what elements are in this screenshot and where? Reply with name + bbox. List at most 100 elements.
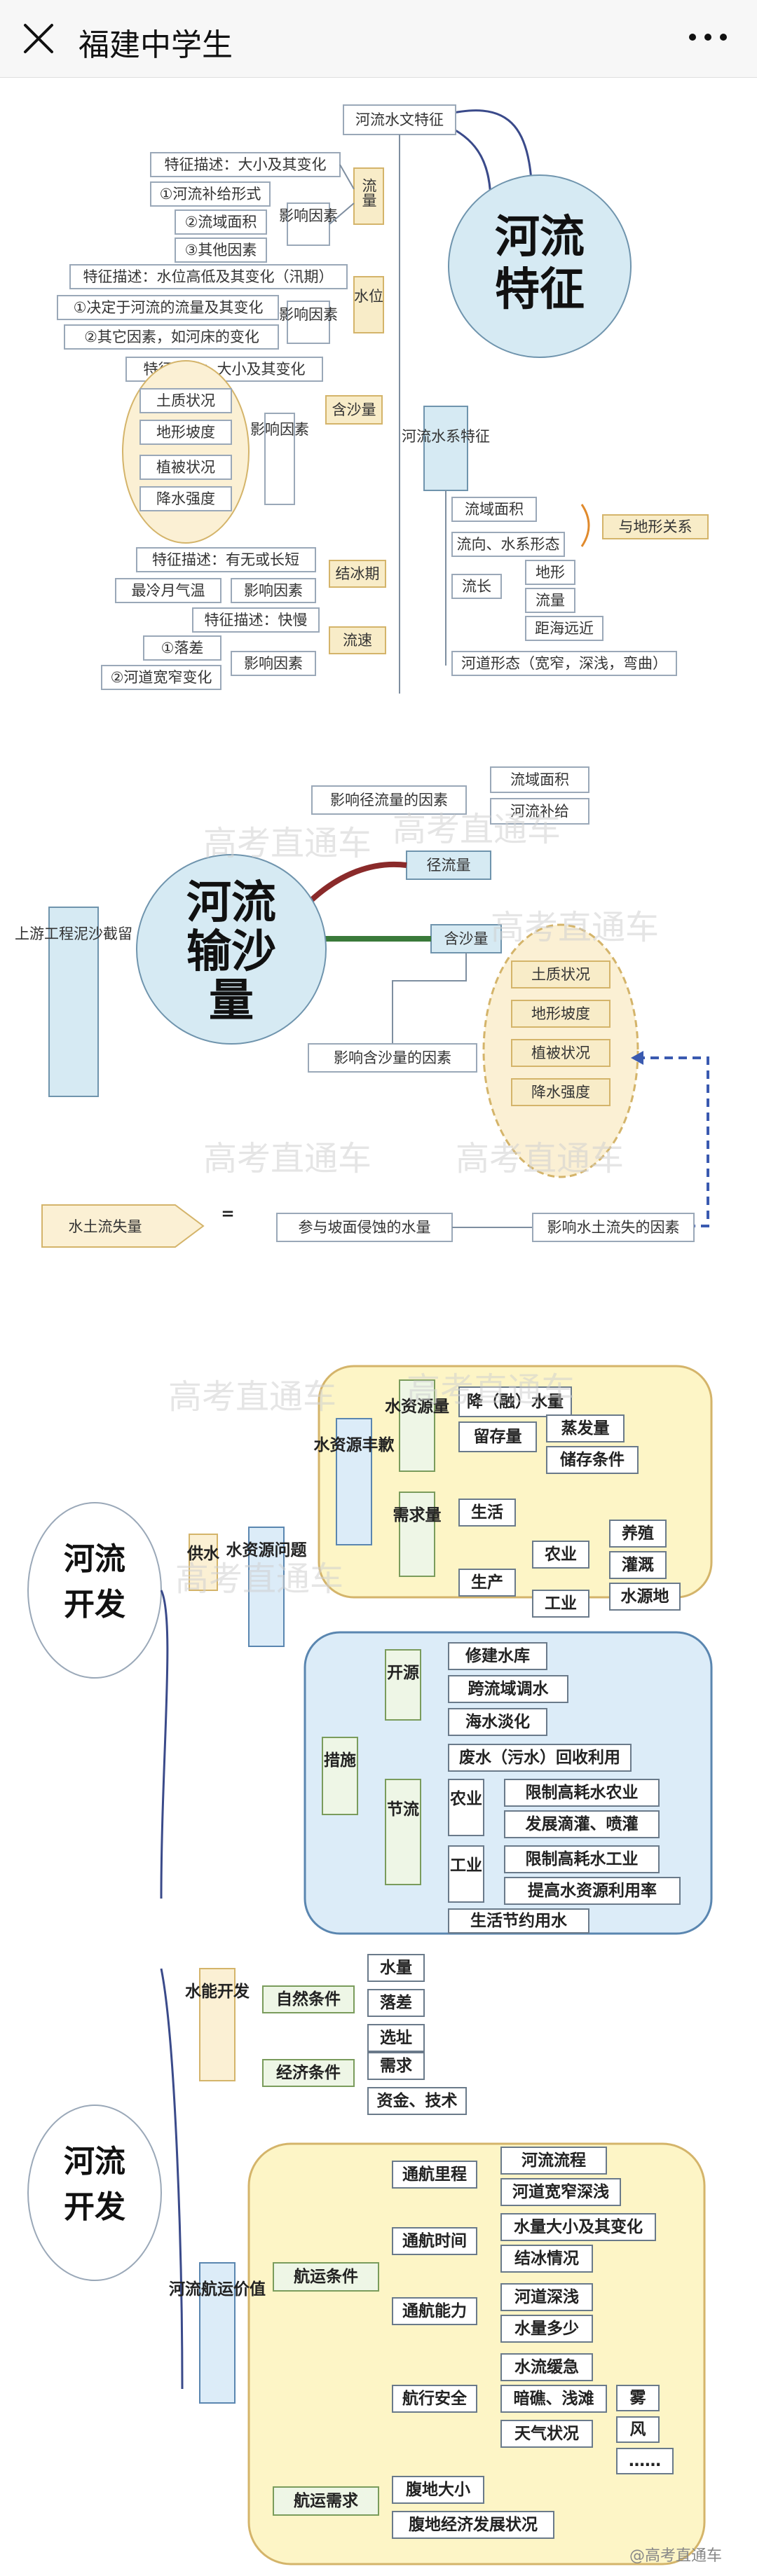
- sediment-item-rain: 降水强度: [156, 490, 215, 507]
- node-save: [385, 1779, 421, 1885]
- node-terrain-relation: [602, 514, 709, 539]
- node-shortage: [336, 1418, 372, 1545]
- more-options-icon[interactable]: [680, 20, 736, 55]
- label-save: 节流: [387, 1800, 419, 1819]
- demand-item-production: 生产: [471, 1573, 503, 1592]
- root2-line-2: 开发: [64, 2189, 125, 2225]
- ice-item-temp: 最冷月气温: [132, 582, 205, 599]
- natural-item-site: 选址: [380, 2029, 412, 2047]
- node-navigation: [199, 2262, 236, 2404]
- natural-item-drop: 落差: [380, 1993, 412, 2012]
- label-sediment-content: 含沙量: [444, 930, 489, 947]
- source-item-storage: 储存条件: [560, 1450, 625, 1469]
- node-measures: [322, 1737, 358, 1815]
- node-speed: [329, 626, 386, 654]
- node-demand: [399, 1492, 435, 1577]
- label-speed: 流速: [343, 632, 372, 649]
- runoff-item-supply: 河流补给: [510, 803, 569, 820]
- demand-item-breeding: 养殖: [621, 1524, 654, 1543]
- open-item-desalination: 海水淡化: [465, 1712, 530, 1731]
- source-item-retention: 留存量: [474, 1427, 522, 1446]
- watermark-3: 高考直通车: [491, 908, 659, 947]
- need-item-size: 腹地大小: [406, 2480, 470, 2499]
- level-item-1: 特征描述：水位高低及其变化（汛期）: [83, 268, 334, 285]
- node-sediment-content: [430, 924, 502, 953]
- label-navigation: 河流航运价值: [169, 2280, 266, 2299]
- label-economic: 经济条件: [276, 2063, 341, 2082]
- sed-item-vegetation: 植被状况: [531, 1045, 590, 1061]
- demand-item-source: 水源地: [621, 1587, 669, 1606]
- top-bar: 福建中学生: [0, 0, 757, 78]
- label-shortage: 水资源丰歉: [314, 1435, 395, 1454]
- node-source: [399, 1379, 435, 1472]
- hub-river-features: [448, 174, 632, 358]
- hub-line-2: 特征: [495, 264, 585, 316]
- label-ice: 结冰期: [336, 565, 380, 582]
- section-river-features: 河流 特征 河流水文特征 流量 特征描述：大小及其变化 ①河流补给形式 ②流域面…: [57, 104, 709, 694]
- runoff-item-area: 流域面积: [510, 771, 569, 788]
- watermark-1: 高考直通车: [203, 824, 371, 863]
- node-conditions: [273, 2262, 379, 2292]
- system-item-channel: 河道形态（宽窄，深浅，弯曲）: [461, 655, 667, 672]
- speed-item-1: ①落差: [161, 640, 204, 656]
- node-flow: [353, 167, 384, 225]
- demand-item-agri: 农业: [544, 1545, 577, 1564]
- safety-item-wind: 风: [630, 2420, 646, 2439]
- node-runoff-factor: [311, 785, 467, 815]
- level-item-3: ②其它因素，如河床的变化: [84, 329, 259, 345]
- system-item-direction: 流向、水系形态: [457, 536, 560, 553]
- node-sediment: [325, 395, 383, 425]
- label-soil-loss-factor: 影响水土流失的因素: [547, 1219, 680, 1236]
- save-item-efficiency: 提高水资源利用率: [528, 1881, 657, 1900]
- sediment-factor: 影响因素: [250, 421, 309, 438]
- time-item-1: 水量大小及其变化: [514, 2217, 643, 2236]
- watermark-2: 高考直通车: [393, 810, 561, 849]
- save-item-limit-agri: 限制高耗水农业: [526, 1783, 639, 1802]
- capacity-item-2: 水量多少: [514, 2319, 579, 2338]
- equals-sign: =: [221, 1205, 234, 1223]
- section-river-development-supply: 河流 开发 供水 水资源问题 水资源丰歉 水资源量 降（融）水量 留存量 蒸发量…: [27, 1365, 713, 1935]
- label-capacity: 通航能力: [402, 2301, 467, 2320]
- safety-item-current: 水流缓急: [514, 2357, 579, 2376]
- label-source: 水资源量: [385, 1398, 449, 1416]
- label-hydro-features: 河流水文特征: [355, 111, 444, 128]
- label-safety: 航行安全: [402, 2389, 468, 2408]
- hub2-line-1: 河流: [186, 877, 276, 929]
- label-water-problem: 水资源问题: [226, 1541, 307, 1559]
- node-sediment-factor: [308, 1043, 477, 1073]
- hub2-line-3: 量: [209, 975, 254, 1027]
- ice-factor: 影响因素: [244, 582, 303, 599]
- label-sediment: 含沙量: [332, 401, 376, 418]
- label-upstream-interception: 上游工程泥沙截留: [15, 925, 132, 942]
- root-development-2: [27, 2105, 162, 2281]
- close-icon[interactable]: [15, 15, 62, 62]
- label-natural: 自然条件: [276, 1990, 341, 2009]
- label-runoff: 径流量: [427, 857, 471, 874]
- node-demand-nav: [273, 2486, 379, 2516]
- save-item-recycle: 废水（污水）回收利用: [459, 1748, 620, 1767]
- demand-item-irrigation: 灌溉: [622, 1555, 654, 1574]
- label-time: 通航时间: [402, 2231, 467, 2250]
- node-hydropower: [199, 1968, 236, 2081]
- root1-line-1: 河流: [64, 1541, 125, 1577]
- time-item-2: 结冰情况: [514, 2250, 579, 2268]
- sed-item-slope: 地形坡度: [531, 1005, 590, 1022]
- node-economic: [262, 2059, 355, 2087]
- section-sediment-transport: 影响径流量的因素 流域面积 河流补给 径流量 含沙量 河流 输沙 量 上游工程泥…: [15, 766, 709, 1248]
- node-soil-loss: [41, 1204, 205, 1248]
- save-item-industry: 工业: [450, 1857, 482, 1875]
- page-title: 福建中学生: [79, 27, 233, 63]
- hub-line-1: 河流: [495, 212, 585, 263]
- natural-item-water: 水量: [380, 1959, 412, 1977]
- root2-line-1: 河流: [64, 2144, 125, 2179]
- ice-item-desc: 特征描述：有无或长短: [152, 551, 299, 568]
- open-item-reservoir: 修建水库: [465, 1646, 530, 1665]
- system-item-terrain: 地形: [536, 564, 565, 581]
- watermark-6: 高考直通车: [168, 1377, 336, 1417]
- label-conditions: 航运条件: [294, 2267, 358, 2286]
- node-supply: [189, 1534, 218, 1591]
- system-item-flow: 流量: [536, 592, 565, 609]
- label-demand: 需求量: [393, 1506, 442, 1524]
- system-item-length: 流长: [462, 578, 491, 595]
- open-item-transfer: 跨流域调水: [468, 1679, 550, 1698]
